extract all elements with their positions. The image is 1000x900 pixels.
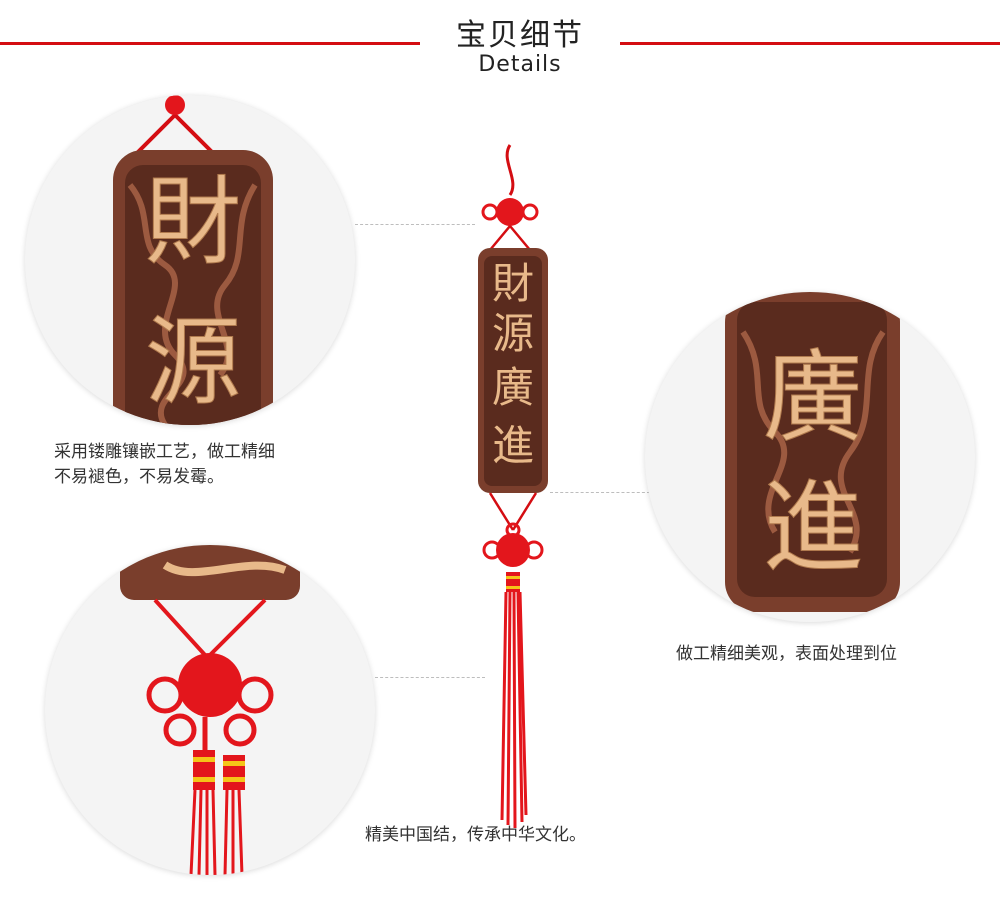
carved-char-1: 財: [145, 166, 241, 278]
header-divider-left: [0, 42, 420, 45]
product-char-3: 廣: [492, 363, 534, 412]
caption-top-left-line1: 采用镂雕镶嵌工艺，做工精细: [54, 442, 275, 462]
chinese-knot-closeup-image: [45, 545, 375, 875]
caption-top-left: 采用镂雕镶嵌工艺，做工精细 不易褪色，不易发霉。: [54, 440, 354, 490]
product-char-4: 進: [492, 421, 534, 470]
connector-line-right: [550, 492, 650, 493]
carved-char-2: 源: [145, 306, 241, 418]
caption-right: 做工精细美观，表面处理到位: [676, 644, 897, 664]
header-divider-right: [620, 42, 1000, 45]
product-char-2: 源: [492, 309, 534, 358]
carved-char-4: 進: [763, 469, 863, 586]
detail-circle-bottom-left: [45, 545, 375, 875]
caption-top-left-line2: 不易褪色，不易发霉。: [54, 467, 224, 487]
caption-bottom-center: 精美中国结，传承中华文化。: [365, 825, 586, 845]
connector-line-bottom-left: [375, 677, 485, 678]
product-full-image: 財 源 廣 進: [478, 144, 548, 829]
carved-char-3: 廣: [763, 339, 863, 456]
carved-characters-closeup-image: 廣 進: [645, 292, 975, 622]
detail-circle-top-left: 財 源: [25, 95, 355, 425]
detail-circle-right: 廣 進: [645, 292, 975, 622]
section-subtitle: Details: [478, 52, 562, 77]
product-char-1: 財: [492, 259, 534, 308]
carved-wood-closeup-image: 財 源: [25, 95, 355, 425]
section-title: 宝贝细节: [456, 18, 584, 53]
connector-line-top-left: [355, 224, 475, 225]
